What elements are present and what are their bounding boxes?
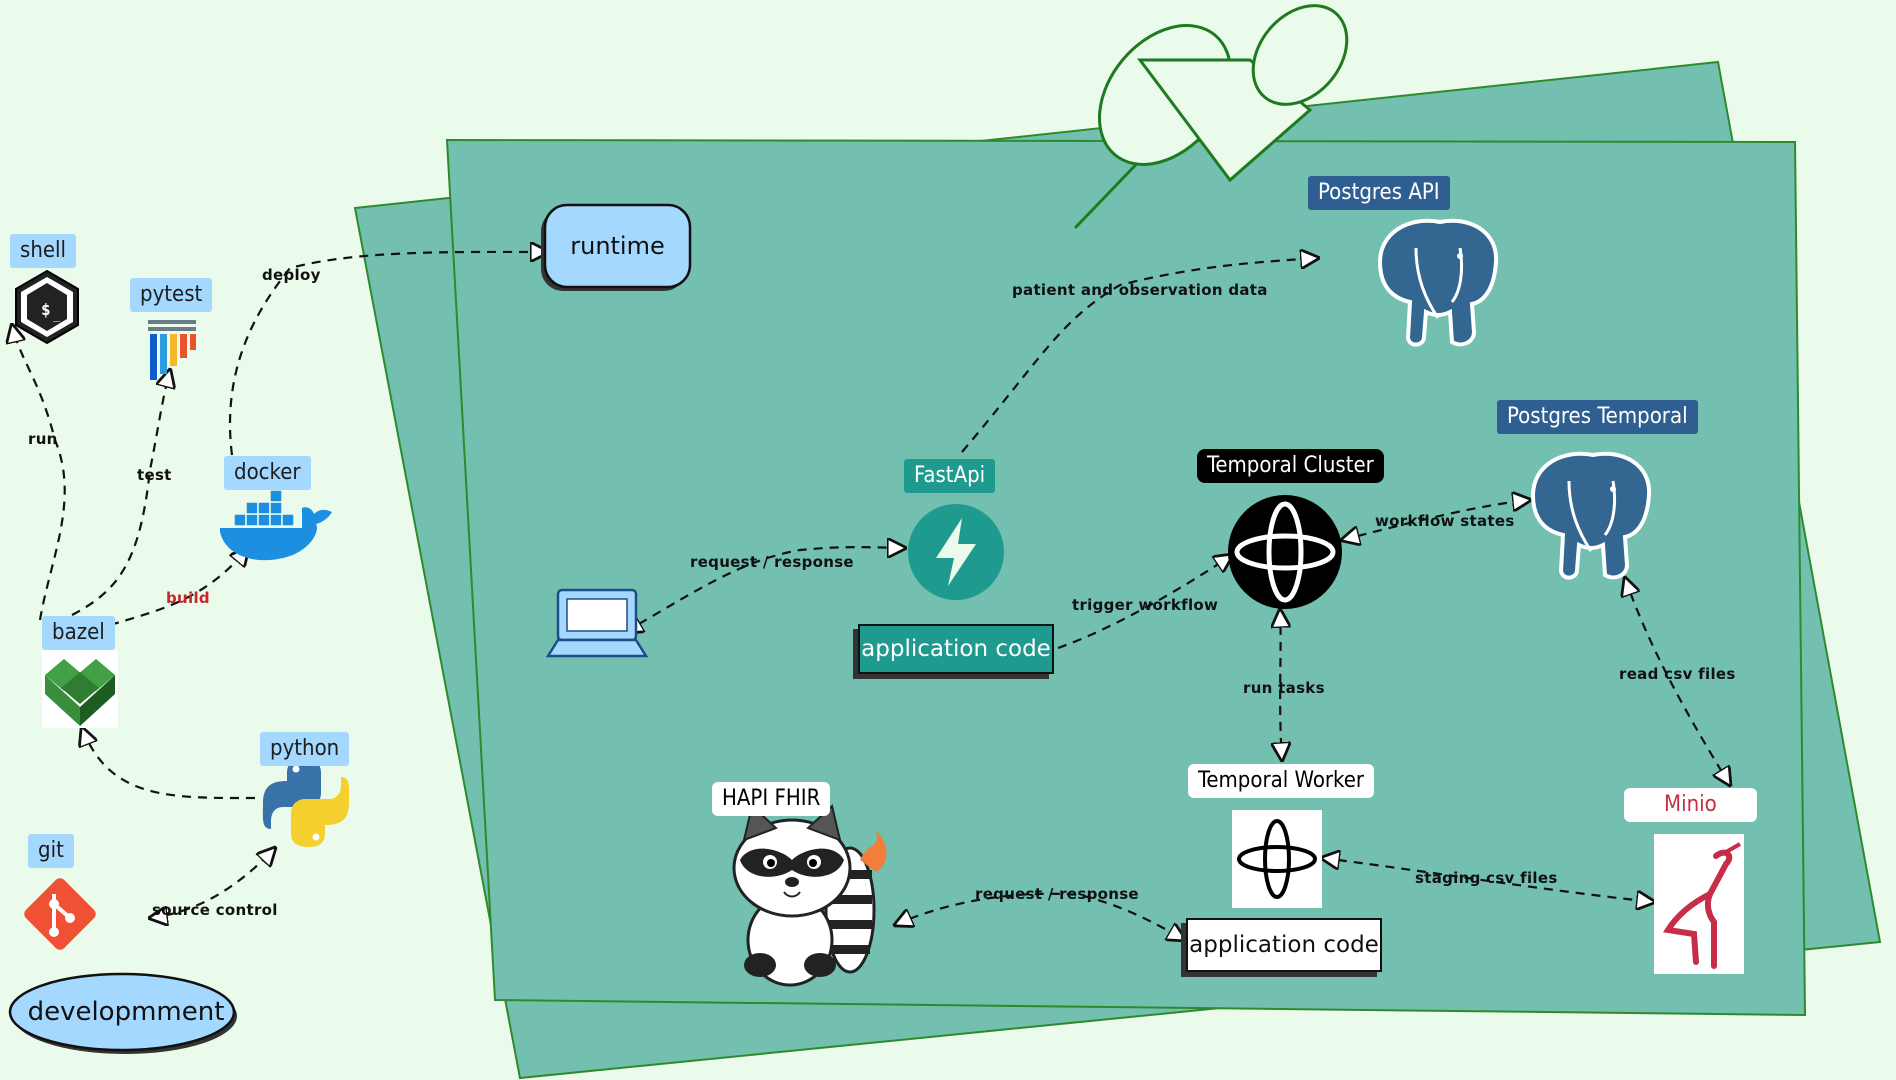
edge-trigger-workflow	[1057, 555, 1232, 650]
git-icon	[24, 878, 96, 950]
bazel-icon	[42, 650, 118, 728]
svg-text:$: $	[41, 300, 51, 319]
postgres-elephant-icon	[1530, 451, 1652, 580]
postgres-api-label: Postgres API	[1308, 176, 1450, 210]
edge-run-tasks	[1280, 610, 1282, 760]
edge-source-control	[150, 848, 275, 918]
edge-request-response-client	[625, 547, 905, 632]
edge-label-deploy: deploy	[262, 266, 321, 284]
app-code-worker-box: application code	[1186, 918, 1382, 972]
edge-staging-csv	[1322, 858, 1654, 902]
runtime-bubble	[541, 203, 692, 291]
edge-test	[71, 370, 170, 616]
laptop-icon	[545, 588, 649, 658]
edge-label-request-response-client: request / response	[690, 553, 854, 571]
fastapi-icon	[908, 504, 1004, 600]
edge-label-trigger-workflow: trigger workflow	[1072, 596, 1219, 614]
edge-label-run-tasks: run tasks	[1243, 679, 1325, 697]
docker-icon	[220, 489, 332, 561]
pushpin-icon	[1073, 4, 1349, 230]
edge-label-staging-csv: staging csv files	[1415, 869, 1558, 887]
runtime-title: runtime	[570, 232, 665, 260]
temporal-icon	[1228, 495, 1342, 609]
edge-read-csv	[1625, 578, 1730, 785]
edge-build	[109, 548, 248, 627]
edge-run	[12, 325, 66, 621]
temporal-cluster-label: Temporal Cluster	[1197, 449, 1384, 483]
edge-label-workflow-states: workflow states	[1375, 512, 1515, 530]
edge-label-patient-data: patient and observation data	[1012, 281, 1268, 299]
app-code-api-box: application code	[858, 624, 1054, 674]
edge-deploy	[228, 252, 548, 456]
terminal-icon: $ _	[15, 269, 79, 345]
minio-icon	[1654, 834, 1744, 974]
python-label: python	[260, 732, 350, 766]
pytest-label: pytest	[130, 278, 213, 312]
edge-label-test: test	[137, 466, 172, 484]
svg-text:_: _	[53, 308, 61, 322]
temporal-worker-label: Temporal Worker	[1188, 764, 1375, 798]
edge-patient-data	[961, 258, 1318, 453]
raccoon-icon	[732, 804, 887, 987]
edge-request-response-fhir	[895, 892, 1185, 940]
pytest-icon	[148, 320, 196, 380]
docker-label: docker	[224, 456, 311, 490]
edge-label-source-control: source control	[152, 901, 278, 919]
fastapi-label: FastApi	[904, 459, 996, 493]
shell-label: shell	[10, 234, 77, 268]
edge-label-read-csv: read csv files	[1619, 665, 1736, 683]
temporal-worker-icon	[1232, 810, 1322, 908]
edge-label-request-response-fhir: request / response	[975, 885, 1139, 903]
postgres-elephant-icon	[1377, 218, 1499, 347]
git-label: git	[28, 834, 74, 868]
edge-label-build: build	[166, 589, 210, 607]
python-icon	[262, 759, 350, 847]
minio-label: Minio	[1624, 788, 1757, 822]
edge-label-run: run	[28, 430, 58, 448]
edge-python-bazel	[82, 728, 256, 800]
development-bubble	[8, 972, 237, 1054]
bazel-label: bazel	[42, 616, 115, 650]
hapi-fhir-label: HAPI FHIR	[712, 782, 831, 816]
development-title: developmment	[27, 997, 225, 1027]
postgres-temporal-label: Postgres Temporal	[1497, 400, 1698, 434]
